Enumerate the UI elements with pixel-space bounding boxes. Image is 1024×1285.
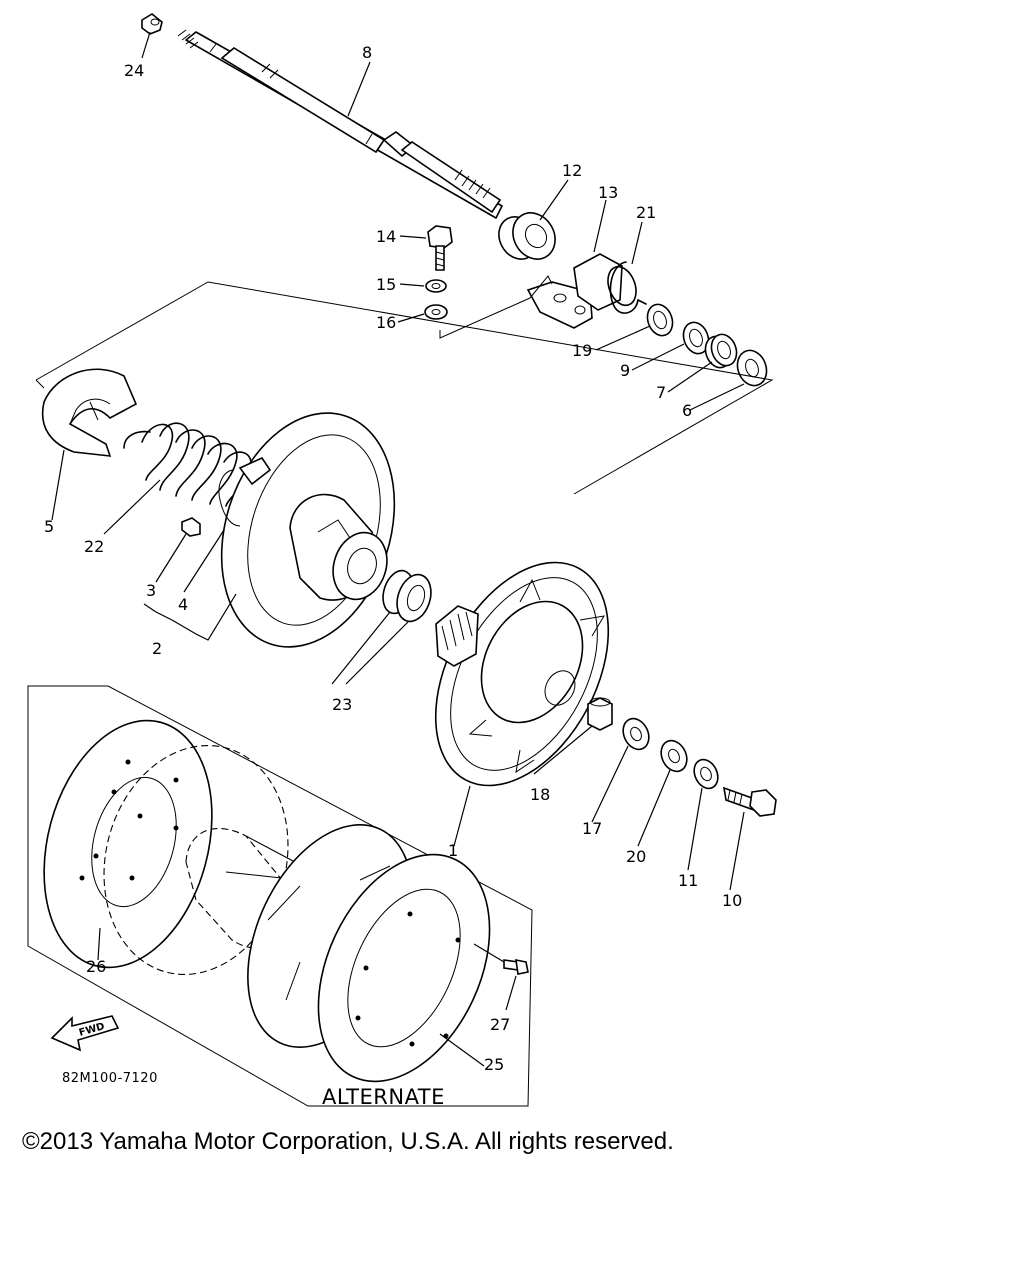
cam-part-5 <box>41 368 138 457</box>
seal-part-19 <box>646 303 674 337</box>
alternate-box <box>27 685 533 1107</box>
callout-9: 9 <box>620 361 630 380</box>
spacer-part-23 <box>382 569 432 623</box>
bolt-part-10 <box>722 786 777 817</box>
sheave-part-26 <box>43 719 213 969</box>
callout-3: 3 <box>146 581 156 600</box>
spring-part-22 <box>123 422 252 507</box>
washer-part-6 <box>736 349 768 387</box>
callout-16: 16 <box>376 313 396 332</box>
callout-26: 26 <box>86 957 106 976</box>
collar-part-18 <box>587 697 613 731</box>
callout-27: 27 <box>490 1015 510 1034</box>
bracket-part-13 <box>526 253 623 329</box>
callout-20: 20 <box>626 847 646 866</box>
washer-part-11 <box>693 758 719 790</box>
washer-part-16 <box>424 304 448 320</box>
washer-part-20 <box>660 739 688 773</box>
bushing-part-7 <box>704 333 738 369</box>
callout-13: 13 <box>598 183 618 202</box>
callout-19: 19 <box>572 341 592 360</box>
callout-7: 7 <box>656 383 666 402</box>
callout-1: 1 <box>448 841 458 860</box>
callout-12: 12 <box>562 161 582 180</box>
washer-part-15 <box>425 279 447 293</box>
callout-10: 10 <box>722 891 742 910</box>
callout-labels: 24 8 12 13 21 14 15 16 19 9 7 6 5 22 3 4… <box>44 43 742 1074</box>
bolt-part-14 <box>427 225 453 271</box>
callout-21: 21 <box>636 203 656 222</box>
callout-11: 11 <box>678 871 698 890</box>
shaft-part-8 <box>177 29 503 219</box>
clip-part-21 <box>607 261 647 314</box>
bearing-part-12 <box>498 212 556 260</box>
callout-2: 2 <box>152 639 162 658</box>
callout-8: 8 <box>362 43 372 62</box>
sheave-part-1 <box>434 561 610 787</box>
callout-15: 15 <box>376 275 396 294</box>
forward-arrow-icon: FWD <box>50 1015 120 1052</box>
washer-part-9 <box>682 321 710 355</box>
sheave-part-2 <box>218 412 396 648</box>
drawing-code: 82M100-7120 <box>62 1071 158 1086</box>
callout-25: 25 <box>484 1055 504 1074</box>
callout-24: 24 <box>124 61 144 80</box>
assembly-bracket-outline <box>35 281 774 495</box>
screw-part-27 <box>503 958 529 975</box>
washer-part-17 <box>622 717 650 751</box>
slider-part-3 <box>181 517 201 537</box>
callout-22: 22 <box>84 537 104 556</box>
callout-4: 4 <box>178 595 188 614</box>
callout-23: 23 <box>332 695 352 714</box>
callout-6: 6 <box>682 401 692 420</box>
callout-5: 5 <box>44 517 54 536</box>
sheave-part-25 <box>247 824 491 1083</box>
callout-17: 17 <box>582 819 602 838</box>
callout-14: 14 <box>376 227 396 246</box>
leader-lines <box>51 31 745 1067</box>
copyright-notice: ©2013 Yamaha Motor Corporation, U.S.A. A… <box>22 1128 674 1155</box>
callout-18: 18 <box>530 785 550 804</box>
cap-part-24 <box>141 13 163 35</box>
alternate-label: ALTERNATE <box>322 1085 445 1109</box>
